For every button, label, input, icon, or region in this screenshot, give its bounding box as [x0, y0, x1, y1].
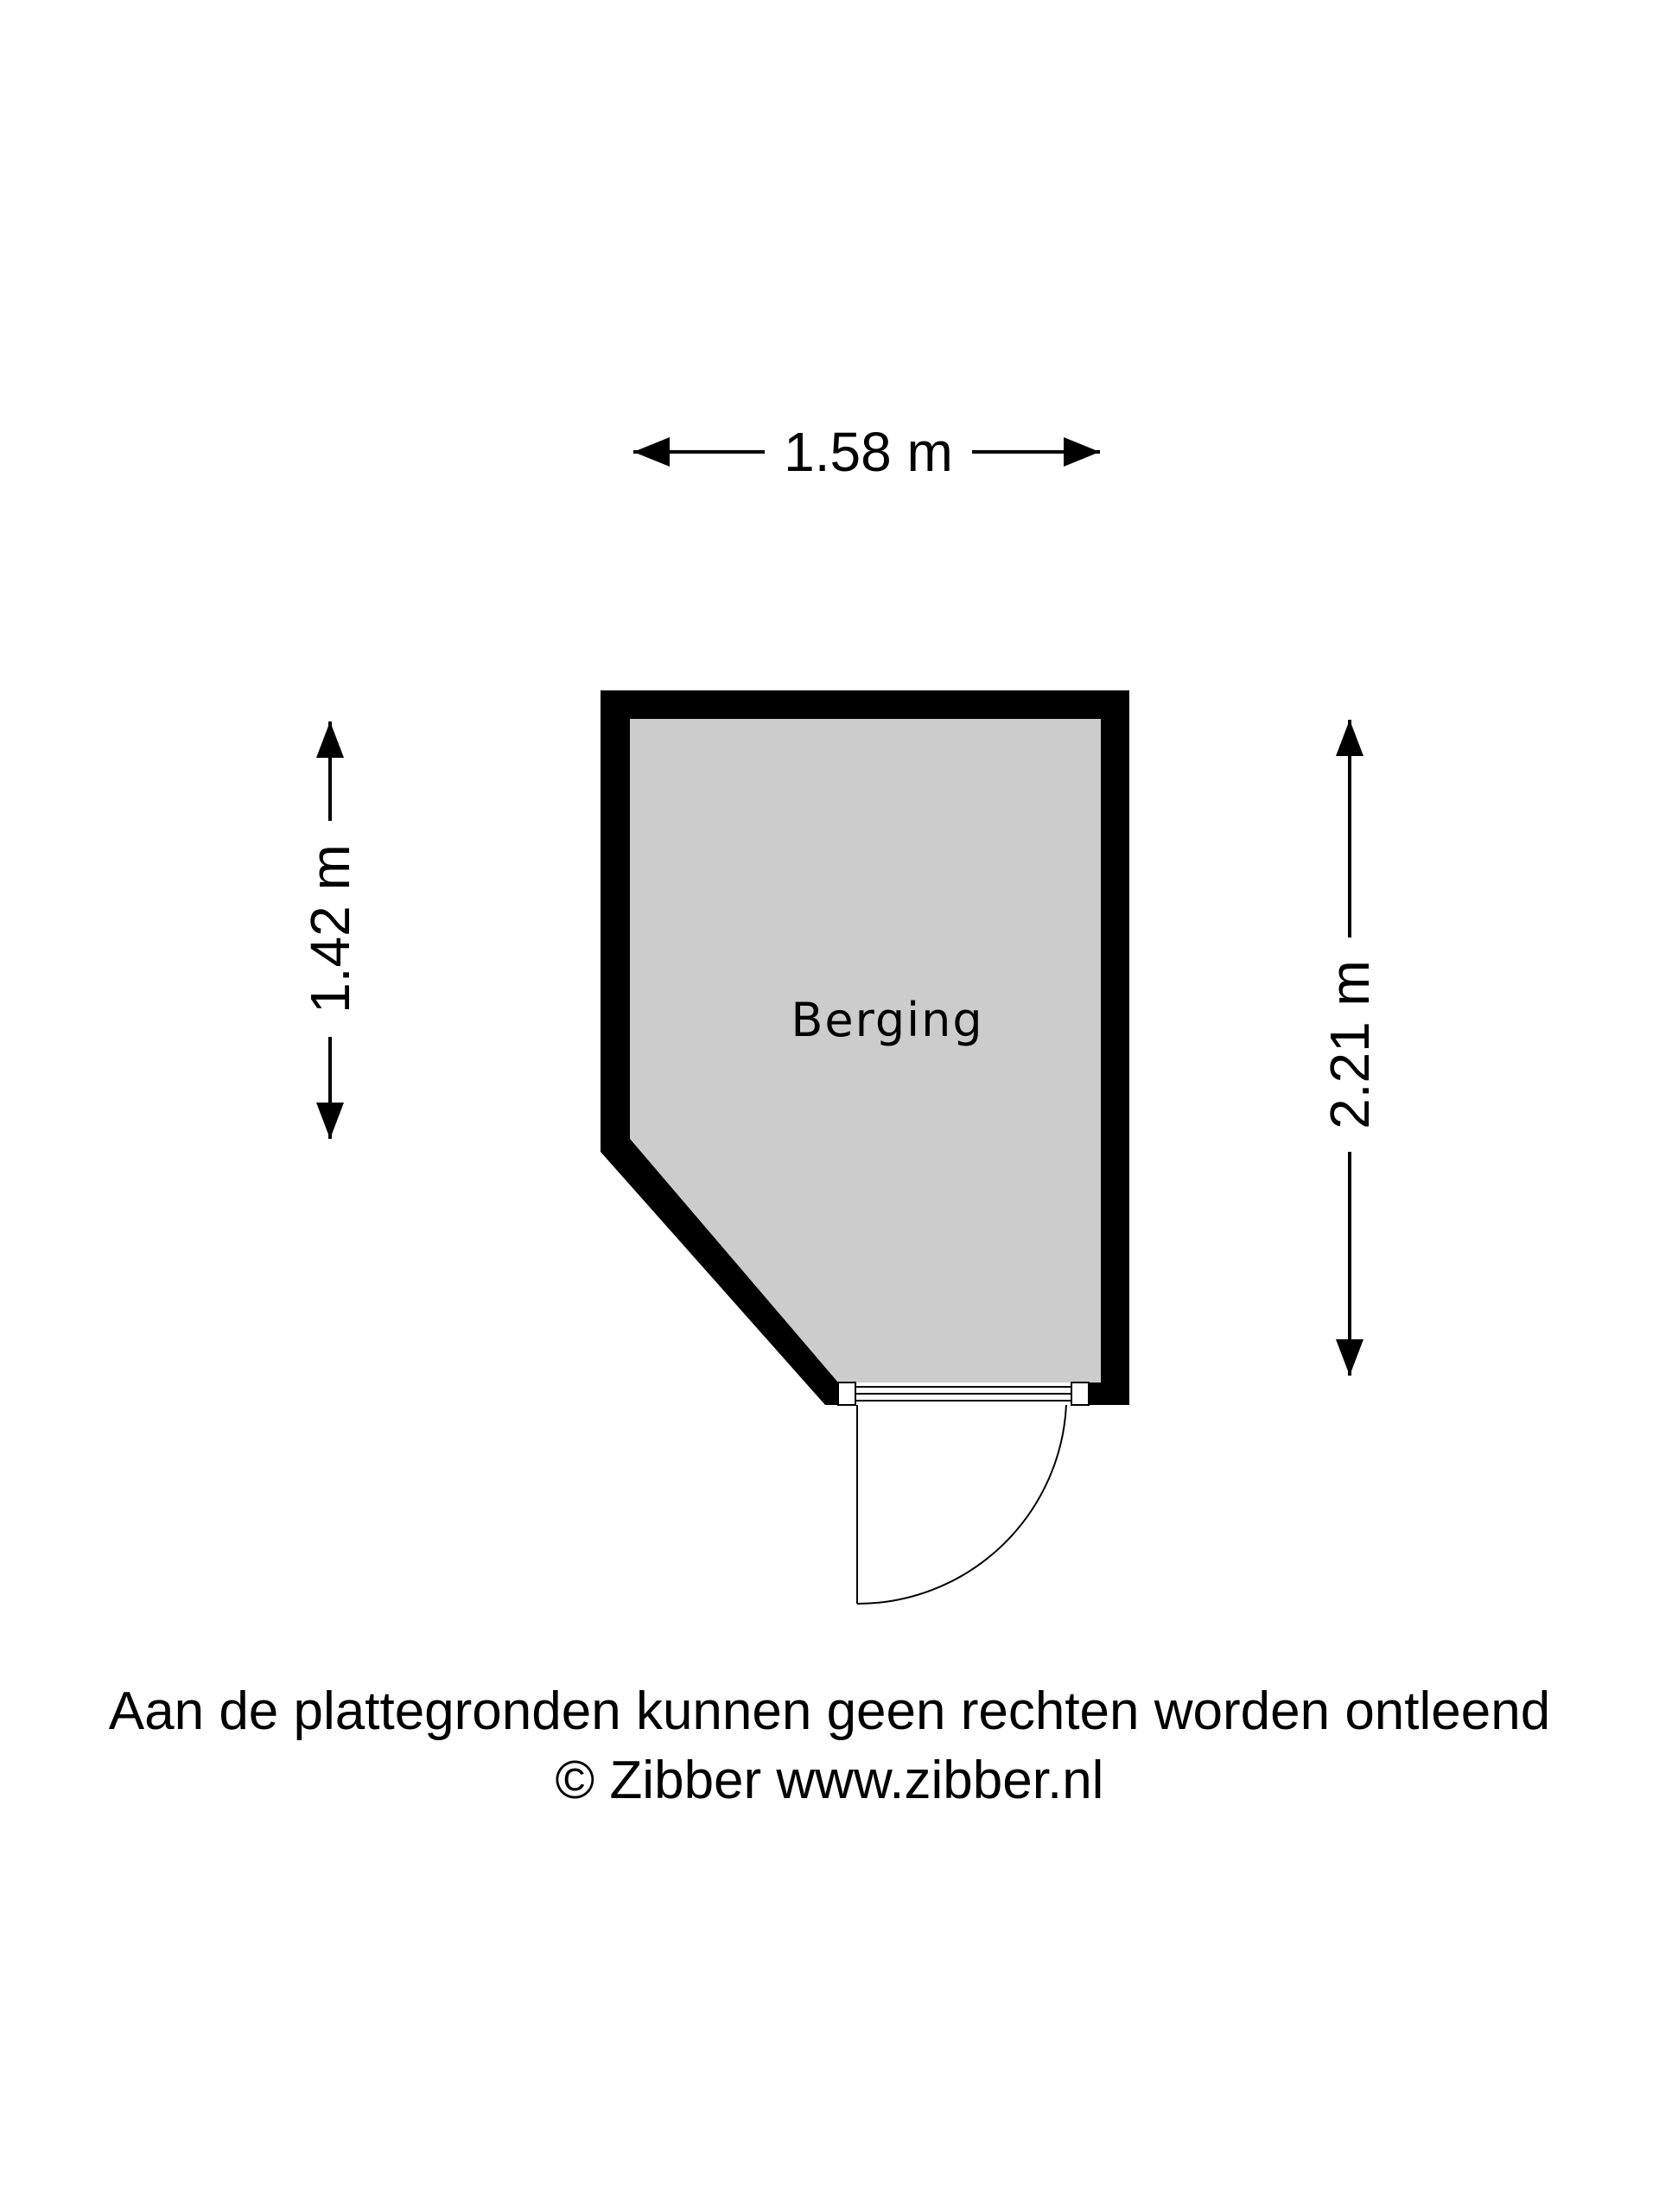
dimension-left-height: 1.42 m — [299, 721, 361, 1139]
room-floor — [630, 719, 1101, 1382]
copyright-text: © Zibber www.zibber.nl — [555, 1751, 1104, 1810]
dimension-top-width-label: 1.58 m — [784, 421, 953, 483]
disclaimer-text: Aan de plattegronden kunnen geen rechten… — [108, 1681, 1551, 1741]
door-swing-arc — [856, 1404, 1067, 1605]
dimension-right-height: 2.21 m — [1319, 720, 1381, 1376]
dimension-top-width: 1.58 m — [633, 421, 1100, 483]
room-label: Berging — [791, 993, 983, 1047]
dimension-right-height-label: 2.21 m — [1319, 960, 1381, 1129]
door — [837, 1382, 1090, 1605]
dimension-left-height-label: 1.42 m — [299, 844, 361, 1014]
